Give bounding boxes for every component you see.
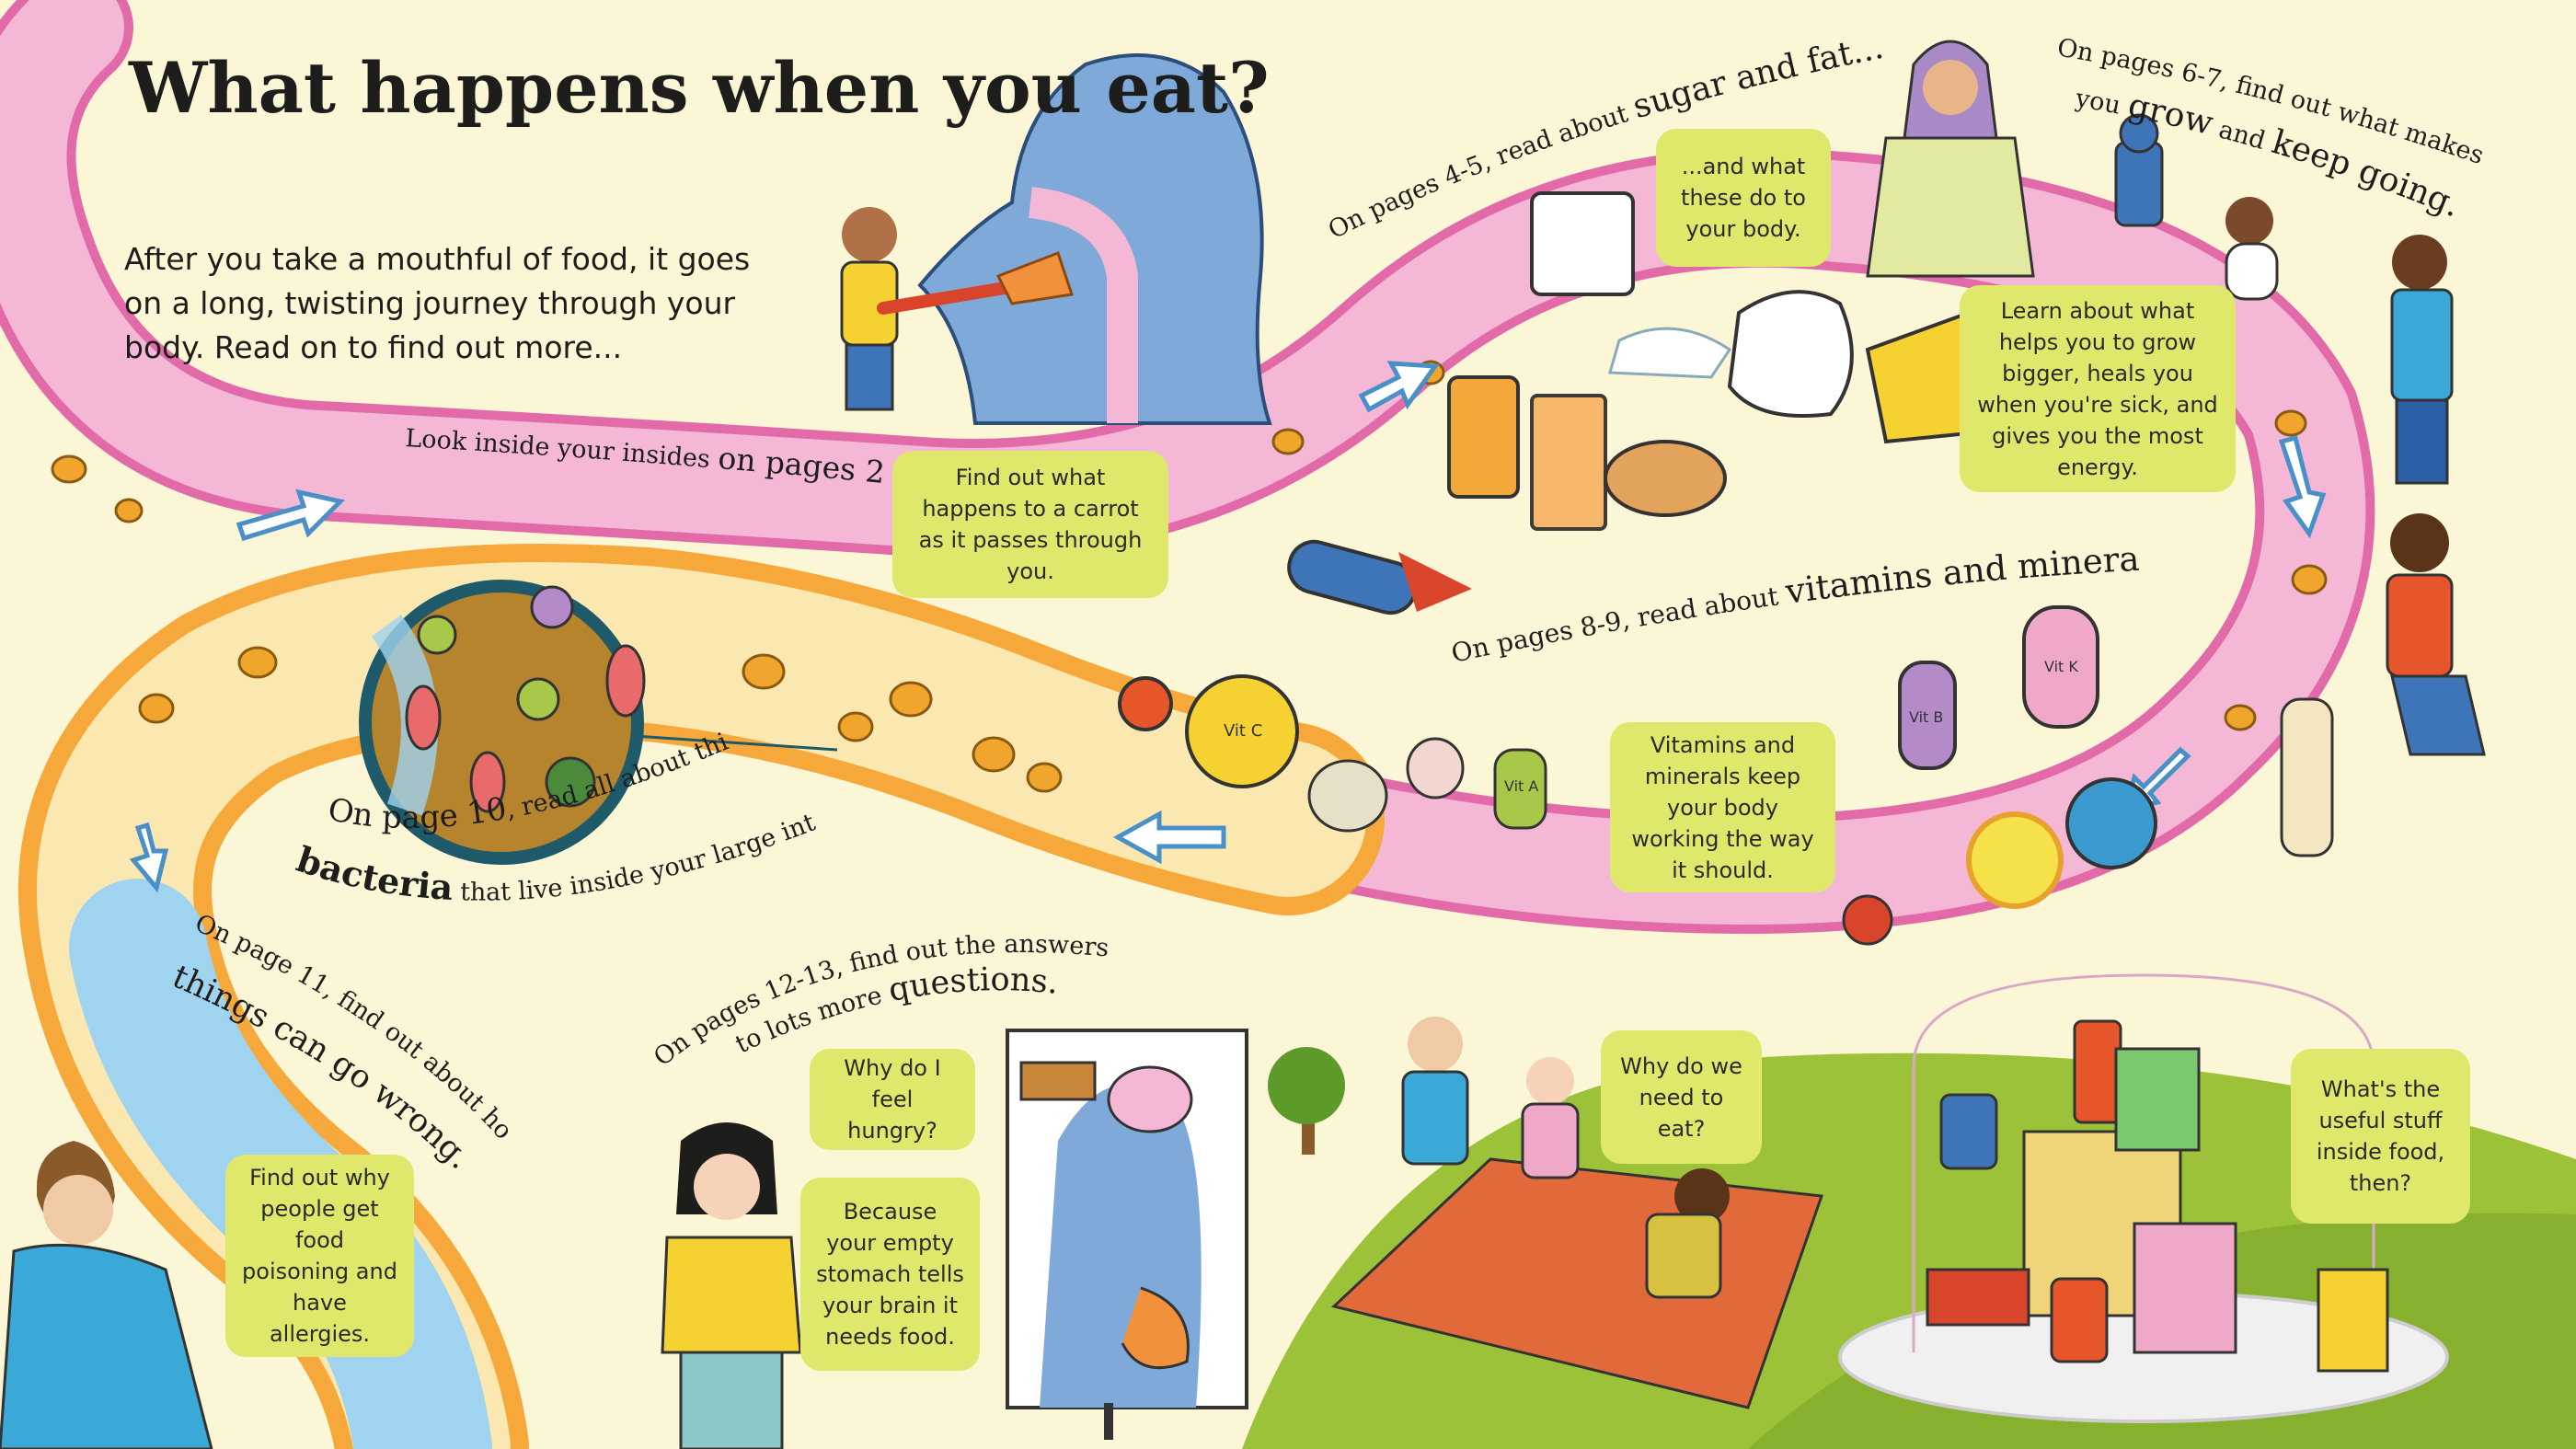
running-boy — [2280, 513, 2486, 857]
intro-text: After you take a mouthful of food, it go… — [124, 241, 751, 365]
girl-hijab — [1866, 40, 2035, 278]
picnic-scene — [1330, 1017, 1824, 1409]
bubble-grow: Learn about what helps you to grow bigge… — [1960, 285, 2236, 492]
tree — [1268, 1047, 1345, 1155]
bubble-hungry-question: Why do I feel hungry? — [810, 1049, 975, 1150]
bubble-hungry-answer: Because your empty stomach tells your br… — [800, 1178, 980, 1371]
food-dome-table — [1838, 973, 2449, 1423]
brain-stomach-chart — [1006, 1029, 1248, 1440]
vit-k-label: Vit K — [2044, 658, 2078, 675]
page-title: What happens when you eat? — [129, 47, 1270, 129]
bubble-why-eat: Why do we need to eat? — [1601, 1030, 1762, 1164]
vitamin-characters — [1118, 539, 2157, 946]
boy-with-carrot — [840, 207, 1074, 411]
vit-c-label: Vit C — [1224, 721, 1262, 741]
bubble-food-poisoning: Find out why people get food poisoning a… — [225, 1155, 414, 1357]
sick-boy — [0, 1141, 213, 1449]
throat-tube — [1028, 187, 1138, 423]
sugar-and-fat-foods — [1447, 191, 1981, 531]
vit-b-label: Vit B — [1909, 708, 1943, 726]
bacteria-magnifier — [359, 580, 838, 865]
bubble-vitamins: Vitamins and minerals keep your body wor… — [1610, 722, 1835, 892]
hungry-girl — [661, 1122, 802, 1449]
growing-children — [2114, 113, 2454, 485]
bubble-body: ...and what these do to your body. — [1656, 129, 1831, 267]
vit-a-label: Vit A — [1504, 777, 1538, 795]
bubble-carrot: Find out what happens to a carrot as it … — [892, 451, 1168, 598]
bubble-useful-stuff: What's the useful stuff inside food, the… — [2291, 1049, 2470, 1224]
